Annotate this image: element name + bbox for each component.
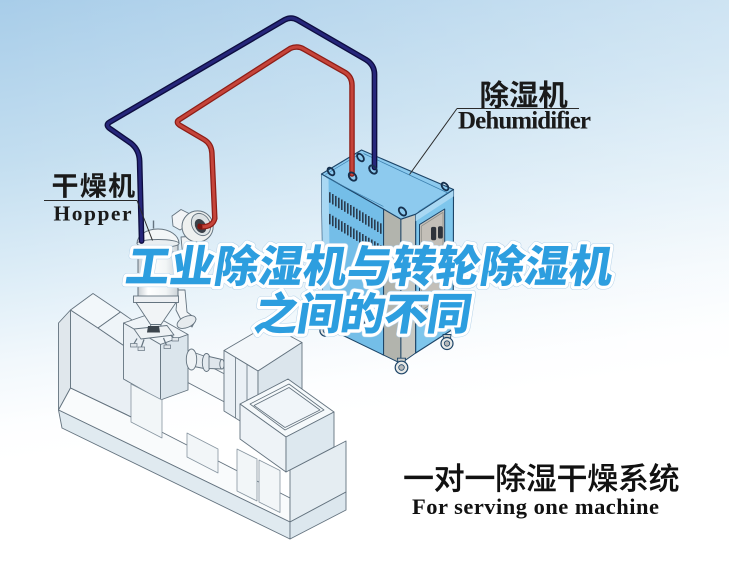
svg-text:Dehumidifier: Dehumidifier [458,108,591,135]
svg-text:Hopper: Hopper [54,202,132,226]
svg-text:For serving one machine: For serving one machine [412,494,659,519]
